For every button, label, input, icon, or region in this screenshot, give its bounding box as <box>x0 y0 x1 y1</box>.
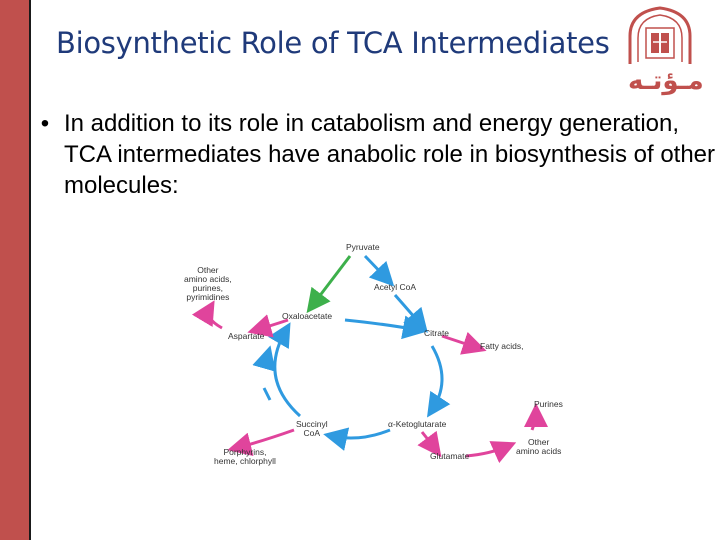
label-other-aa-top-3: purines, <box>192 283 223 293</box>
label-other-aa-top-2: amino acids, <box>184 274 232 284</box>
label-purines: Purines <box>534 399 563 409</box>
left-accent-bar <box>0 0 31 540</box>
label-porphyrins: Porphyrins, heme, chlorphyll <box>214 448 276 466</box>
label-glutamate: Glutamate <box>430 451 470 461</box>
label-pyruvate: Pyruvate <box>346 242 380 252</box>
label-acetyl-coa: Acetyl CoA <box>374 282 417 292</box>
bullet-marker: • <box>40 110 50 137</box>
slide-title: Biosynthetic Role of TCA Intermediates <box>56 26 610 60</box>
arrow-citrate-akg <box>427 345 451 418</box>
label-other-aa-bottom-2: amino acids <box>516 446 562 456</box>
arrow-oxaloacetate-citrate <box>344 315 427 340</box>
university-crest-icon <box>628 6 692 64</box>
tca-arrows <box>191 254 548 464</box>
arrow-akg-glutamate <box>417 430 442 458</box>
label-oxaloacetate: Oxaloacetate <box>282 311 333 321</box>
label-alpha-ketoglutarate: α-Ketoglutarate <box>388 419 447 429</box>
arrow-oxaloacetate-aspartate <box>247 314 289 338</box>
arrow-pyruvate-acetylcoa <box>363 254 395 287</box>
tca-diagram: Pyruvate Acetyl CoA Oxaloacetate Citrate… <box>160 230 580 470</box>
label-other-aa-top-4: pyrimidines <box>186 292 230 302</box>
bullet-text: In addition to its role in catabolism an… <box>64 110 716 199</box>
label-citrate: Citrate <box>424 328 450 338</box>
label-other-aa-bottom-1: Other <box>528 437 550 447</box>
arrow-succinylcoa-porphyrins <box>227 428 295 457</box>
arrow-other-aa-purines <box>523 403 548 431</box>
label-other-amino-acids-top: Other amino acids, purines, pyrimidines <box>184 266 232 302</box>
label-other-aa-top-1: Other <box>197 265 219 275</box>
arrow-aspartate-other-aa <box>191 300 223 330</box>
label-succinyl-coa: Succinyl CoA <box>296 420 328 438</box>
arrow-glutamate-other-aa <box>465 441 517 464</box>
arrow-acetylcoa-citrate <box>393 294 428 333</box>
label-porphyrins-2: heme, chlorphyll <box>214 456 276 466</box>
arrow-succinylcoa-oxaloacetate <box>268 322 302 418</box>
label-aspartate: Aspartate <box>228 331 265 341</box>
label-other-amino-acids-bottom: Other amino acids <box>516 438 561 456</box>
logo-text: مـؤتـه <box>628 66 704 96</box>
label-fatty-acids: Fatty acids, <box>480 341 524 351</box>
arrow-citrate-fattyacids <box>441 331 487 355</box>
bullet-paragraph: • In addition to its role in catabolism … <box>30 108 720 201</box>
arrow-akg-succinylcoa <box>323 427 391 451</box>
label-succinyl-coa-line2: CoA <box>303 428 321 438</box>
arrow-pyruvate-oxaloacetate <box>306 255 352 314</box>
label-succinyl-coa-line1: Succinyl <box>296 419 328 429</box>
label-porphyrins-1: Porphyrins, <box>223 447 267 457</box>
